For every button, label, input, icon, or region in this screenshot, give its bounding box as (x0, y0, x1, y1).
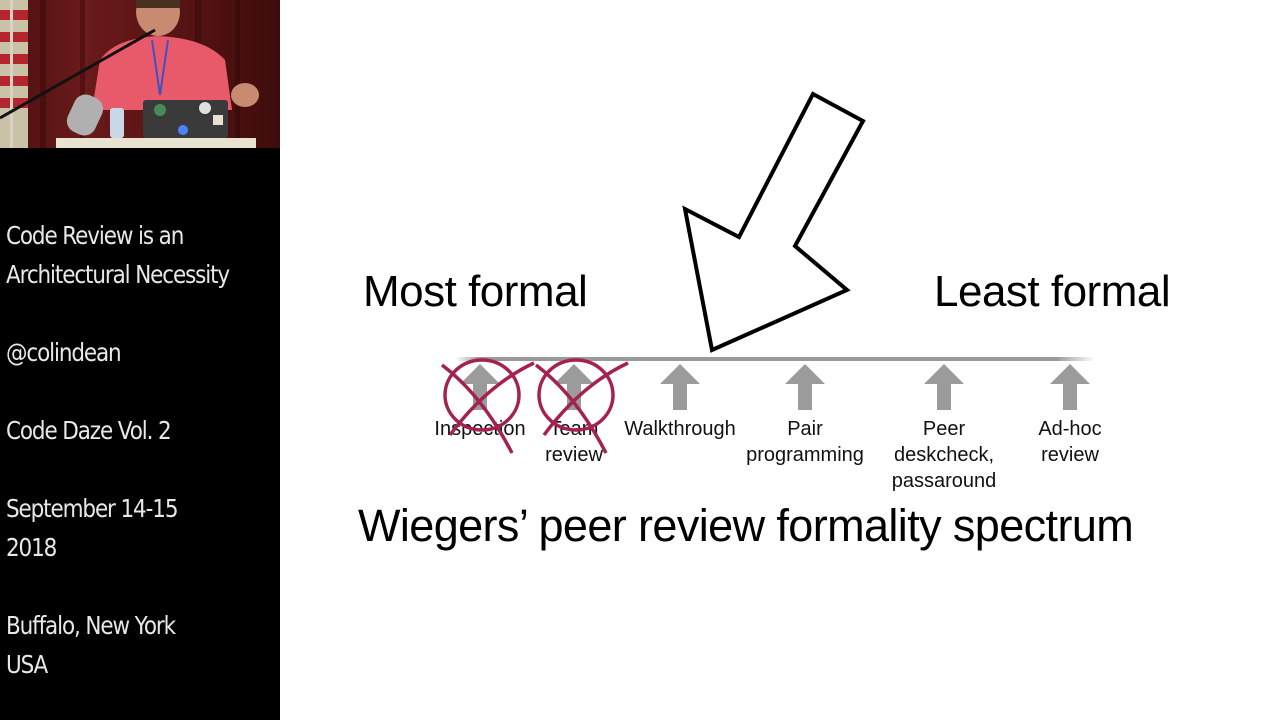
event-location: Buffalo, New York USA (6, 606, 290, 684)
up-arrow-icon (1050, 364, 1090, 410)
pointer-arrow-icon (682, 91, 866, 353)
flag (0, 0, 28, 148)
spectrum-item: Peer deskcheck, passaround (864, 364, 1024, 494)
up-arrow-icon (660, 364, 700, 410)
event-location-line-2: USA (6, 650, 48, 679)
speaker (92, 0, 259, 110)
spectrum-item-label-line: Peer (922, 418, 966, 440)
spectrum-item-label-line: Walkthrough (624, 418, 736, 440)
mic-stand (0, 28, 156, 120)
spectrum-item-label-line: passaround (891, 470, 997, 492)
speaker-handle: @colindean (6, 338, 122, 367)
least-formal-heading: Least formal (934, 267, 1171, 316)
water-bottle (110, 108, 124, 138)
up-arrow-icon (554, 364, 594, 410)
sidebar: Code Review is an Architectural Necessit… (0, 0, 280, 720)
spectrum-item-label: Walkthrough (600, 416, 760, 442)
event-date-line-2: 2018 (6, 533, 57, 562)
up-arrow-icon (785, 364, 825, 410)
spectrum-item-label-line: review (545, 444, 603, 466)
event-name: Code Daze Vol. 2 (6, 416, 172, 445)
spectrum-item: Pair programming (725, 364, 885, 468)
podium (56, 138, 256, 148)
spectrum-item-label-line: programming (746, 444, 864, 466)
spectrum-item: Walkthrough (600, 364, 760, 442)
spectrum-item: Ad-hoc review (990, 364, 1150, 468)
slide-title: Wiegers’ peer review formality spectrum (358, 500, 1134, 551)
up-arrow-icon (924, 364, 964, 410)
spectrum-item-label: Pair programming (725, 416, 885, 468)
spectrum-item-label-line: Team (549, 418, 599, 440)
laptop (143, 100, 228, 138)
talk-info: Code Review is an Architectural Necessit… (6, 216, 290, 684)
event-date: September 14-15 2018 (6, 489, 290, 567)
spectrum-item-label: Ad-hoc review (990, 416, 1150, 468)
spectrum-item-label-line: Pair (787, 418, 823, 440)
event-location-line-1: Buffalo, New York (6, 611, 176, 640)
talk-title-line-1: Code Review is an (6, 221, 184, 250)
event-date-line-1: September 14-15 (6, 494, 179, 523)
talk-title: Code Review is an Architectural Necessit… (6, 216, 290, 294)
usb-microphone (66, 94, 104, 136)
spectrum-item-label-line: Ad-hoc (1038, 418, 1102, 440)
talk-title-line-2: Architectural Necessity (6, 260, 230, 289)
spectrum-item-label-line: review (1041, 444, 1099, 466)
spectrum-line (455, 357, 1095, 361)
most-formal-heading: Most formal (363, 267, 588, 316)
spectrum-item-label: Peer deskcheck, passaround (864, 416, 1024, 494)
speaker-video (0, 0, 280, 148)
speaker-video-illustration (0, 0, 259, 148)
spectrum-item-label-line: deskcheck, (893, 444, 995, 466)
